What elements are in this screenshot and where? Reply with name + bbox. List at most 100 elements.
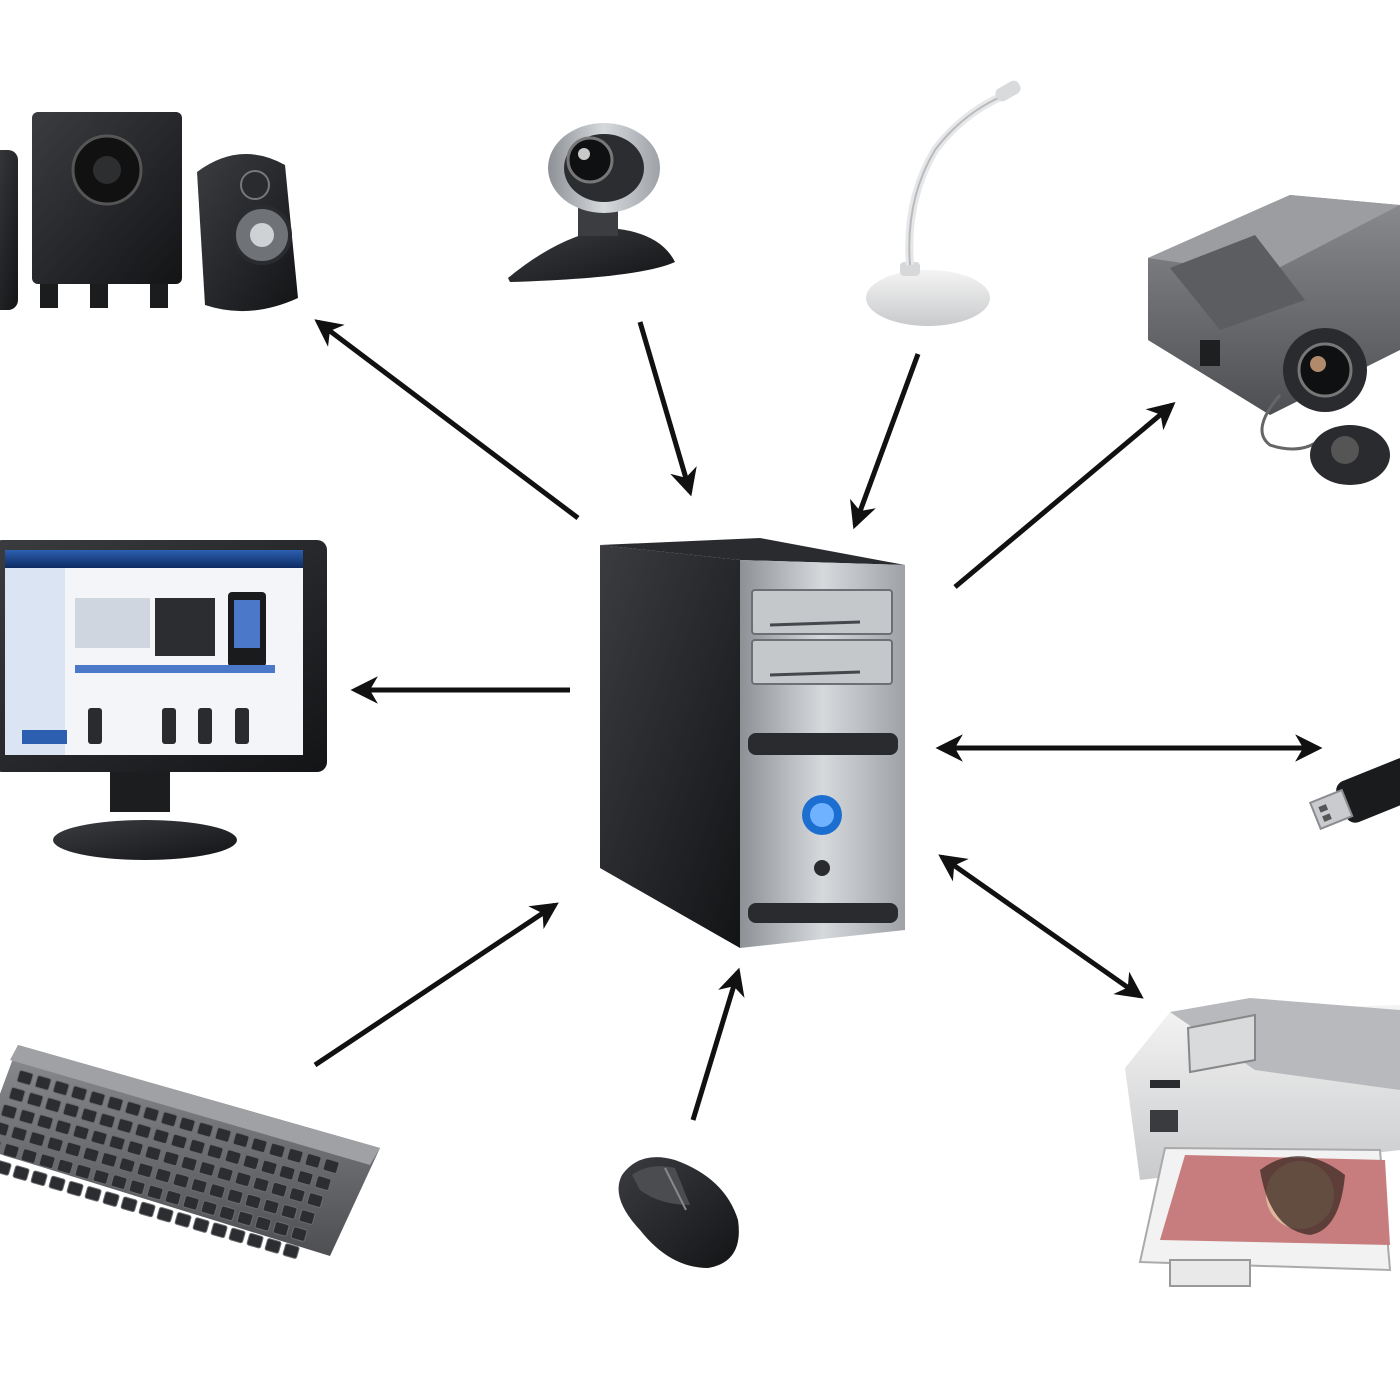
keyboard-key (278, 1164, 296, 1181)
keyboard-key (290, 1226, 308, 1242)
keyboard-key (146, 1184, 164, 1201)
keyboard-key (244, 1193, 262, 1210)
keyboard-key (172, 1172, 190, 1189)
keyboard-key (156, 1206, 174, 1223)
arrow-from-mouse (690, 967, 745, 1121)
keyboard-key (180, 1155, 198, 1172)
keyboard-key (210, 1222, 228, 1239)
connection-arrows (313, 319, 1323, 1121)
keyboard-key (66, 1180, 84, 1197)
keyboard-key (254, 1215, 272, 1232)
arrow-from-keyboard (313, 902, 559, 1068)
keyboard-key (26, 1092, 44, 1108)
keyboard-key (164, 1189, 182, 1206)
keyboard-key (170, 1133, 188, 1150)
keyboard-key (162, 1150, 180, 1167)
monitor-icon (0, 540, 327, 860)
keyboard-key (154, 1167, 172, 1184)
keyboard-key (234, 1171, 252, 1188)
keyboard-key (136, 1162, 154, 1179)
keyboard-key (296, 1170, 314, 1186)
keyboard-key (144, 1145, 162, 1162)
keyboard-key (74, 1163, 92, 1180)
arrow-from-microphone (850, 353, 921, 530)
keyboard-key (36, 1114, 54, 1130)
keyboard-key (120, 1196, 138, 1213)
keyboard-key (260, 1159, 278, 1176)
keyboard-key (216, 1166, 234, 1182)
keyboard-key (44, 1097, 62, 1113)
keyboard-key (102, 1191, 120, 1207)
keyboard-key (62, 1102, 80, 1119)
keyboard-key (322, 1158, 340, 1174)
keyboard-key (178, 1116, 196, 1133)
keyboard-key (128, 1179, 146, 1196)
keyboard-key (0, 1160, 12, 1176)
keyboard-key (226, 1188, 244, 1205)
keyboard-key (48, 1175, 66, 1192)
keyboard-key (280, 1204, 298, 1220)
keyboard-key (232, 1132, 250, 1148)
keyboard-key (252, 1176, 270, 1193)
keyboard-key (236, 1210, 254, 1227)
keyboard-key (84, 1186, 102, 1202)
keyboard-key (268, 1142, 286, 1159)
keyboard-key (142, 1106, 160, 1122)
keyboard-key (182, 1195, 200, 1211)
keyboard-key (314, 1175, 332, 1191)
keyboard-key (54, 1119, 72, 1136)
keyboard-icon (0, 1045, 380, 1259)
microphone-icon (866, 80, 1021, 326)
speakers-icon (0, 112, 298, 312)
keyboard-key (246, 1232, 264, 1249)
keyboard-key (16, 1069, 34, 1086)
arrow-to-projector (953, 402, 1176, 589)
keyboard-key (30, 1170, 48, 1187)
keyboard-key (64, 1141, 82, 1158)
keyboard-key (134, 1123, 152, 1139)
keyboard-key (160, 1111, 178, 1128)
keyboard-key (200, 1200, 218, 1216)
usb-drive-icon (1308, 757, 1400, 831)
keyboard-key (124, 1101, 142, 1117)
projector-icon (1148, 195, 1400, 485)
keyboard-key (262, 1198, 280, 1215)
keyboard-key (8, 1086, 26, 1103)
keyboard-key (264, 1238, 282, 1254)
keyboard-key (82, 1146, 100, 1163)
keyboard-key (12, 1165, 30, 1181)
keyboard-key (56, 1158, 74, 1175)
keyboard-key (304, 1153, 322, 1169)
keyboard-key (126, 1140, 144, 1156)
keyboard-key (270, 1181, 288, 1198)
keyboard-key (116, 1118, 134, 1134)
keyboard-key (218, 1205, 236, 1222)
keyboard-key (80, 1107, 98, 1124)
keyboard-key (34, 1075, 52, 1091)
keyboard-key (138, 1201, 156, 1218)
keyboard-key (52, 1080, 70, 1096)
keyboard-key (2, 1143, 20, 1159)
keyboard-key (224, 1149, 242, 1165)
printer-scanner-icon (1125, 998, 1400, 1287)
keyboard-key (196, 1121, 214, 1138)
webcam-icon (508, 123, 675, 282)
arrow-to-speakers (314, 319, 580, 520)
keyboard-key (92, 1169, 110, 1185)
keyboard-key (190, 1178, 208, 1194)
keyboard-key (88, 1090, 106, 1107)
keyboard-key (208, 1183, 226, 1199)
keyboard-key (152, 1128, 170, 1145)
keyboard-key (188, 1138, 206, 1155)
keyboard-key (228, 1227, 246, 1244)
keyboard-key (98, 1112, 116, 1129)
keyboard-key (288, 1187, 306, 1203)
keyboard-key (272, 1221, 290, 1237)
keyboard-key (70, 1085, 88, 1102)
keyboard-key (20, 1148, 38, 1164)
keyboard-key (90, 1129, 108, 1146)
keyboard-key (108, 1135, 126, 1151)
keyboard-key (282, 1243, 300, 1259)
keyboard-key (106, 1095, 124, 1112)
